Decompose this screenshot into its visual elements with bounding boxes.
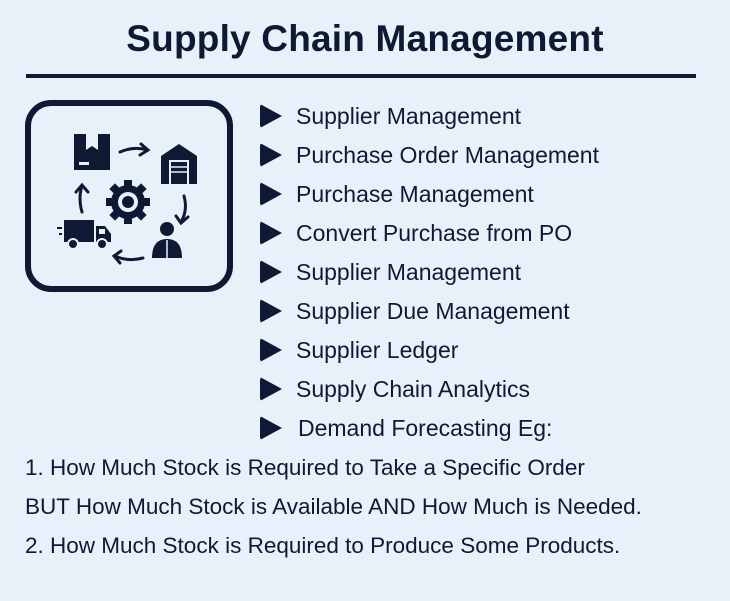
list-item: Supply Chain Analytics (258, 373, 599, 412)
forecast-note-3: 2. How Much Stock is Required to Produce… (25, 533, 621, 558)
play-arrow-icon (260, 260, 282, 284)
play-arrow-icon (260, 299, 282, 323)
play-arrow-icon (260, 182, 282, 206)
package-icon (74, 134, 110, 170)
list-item: Purchase Management (258, 178, 599, 217)
list-item-label: Convert Purchase from PO (296, 220, 573, 246)
list-item-label: Supplier Due Management (296, 298, 570, 324)
cycle-arrow-icon (174, 194, 190, 226)
warehouse-icon (161, 144, 197, 184)
list-item-label: Demand Forecasting Eg: (298, 415, 553, 441)
list-item: Supplier Due Management (258, 295, 599, 334)
play-arrow-icon (260, 416, 282, 440)
play-arrow-icon (260, 377, 282, 401)
feature-list: Supplier Management Purchase Order Manag… (258, 100, 599, 451)
delivery-truck-icon (57, 220, 111, 250)
forecast-note-1: 1. How Much Stock is Required to Take a … (25, 455, 585, 480)
play-arrow-icon (260, 143, 282, 167)
cycle-arrow-icon (111, 249, 145, 265)
supply-chain-cycle-icon (57, 134, 197, 265)
supply-chain-illustration (25, 100, 233, 292)
play-arrow-icon (260, 221, 282, 245)
list-item: Convert Purchase from PO (258, 217, 599, 256)
list-item-label: Purchase Order Management (296, 142, 599, 168)
gear-icon (106, 180, 150, 224)
cycle-arrow-icon (74, 182, 90, 214)
list-item-label: Purchase Management (296, 181, 534, 207)
page-title: Supply Chain Management (126, 18, 604, 59)
customer-icon (152, 222, 182, 258)
cycle-arrow-icon (118, 142, 151, 157)
list-item: Supplier Management (258, 100, 599, 139)
list-item: Purchase Order Management (258, 139, 599, 178)
list-item: Supplier Management (258, 256, 599, 295)
list-item-label: Supplier Management (296, 103, 522, 129)
list-item: Demand Forecasting Eg: (258, 412, 599, 451)
list-item-label: Supplier Management (296, 259, 522, 285)
play-arrow-icon (260, 104, 282, 128)
play-arrow-icon (260, 338, 282, 362)
list-item-label: Supplier Ledger (296, 337, 459, 363)
list-item: Supplier Ledger (258, 334, 599, 373)
title-divider (26, 74, 696, 78)
list-item-label: Supply Chain Analytics (296, 376, 530, 402)
forecast-note-2: BUT How Much Stock is Available AND How … (25, 494, 642, 519)
